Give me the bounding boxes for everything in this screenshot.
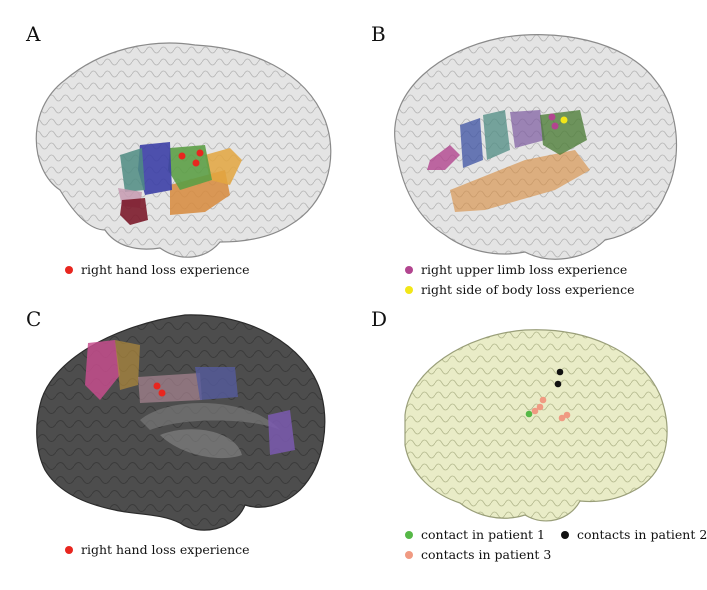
legend-item: contact in patient 1 — [405, 525, 545, 545]
region-blue — [138, 142, 172, 195]
legend-item: right side of body loss experience — [405, 280, 635, 300]
region-magenta — [85, 340, 120, 400]
contact-black — [554, 380, 562, 388]
cingulate-regions — [85, 340, 295, 455]
region-amber — [115, 340, 140, 390]
legend-label: right side of body loss experience — [421, 282, 635, 297]
contact-black — [556, 368, 564, 376]
legend-a: right hand loss experience — [65, 260, 250, 280]
region-pink — [138, 373, 202, 403]
region-purple — [510, 110, 545, 148]
legend-label: contacts in patient 2 — [576, 527, 707, 542]
brain-glass-lateral-right — [394, 34, 678, 260]
region-blue — [460, 118, 483, 168]
point-red — [178, 152, 186, 160]
contact-salmon — [539, 396, 547, 404]
contact-green — [525, 410, 533, 418]
region-magenta — [427, 145, 460, 170]
panel-d-letter: D — [371, 307, 388, 331]
legend-row-1: contact in patient 1 contacts in patient… — [405, 525, 707, 545]
point-red — [158, 389, 166, 397]
legend-item: right hand loss experience — [65, 540, 250, 560]
panel-a-letter: A — [26, 22, 41, 46]
legend-dot — [405, 266, 413, 274]
panel-c-letter: C — [26, 307, 42, 331]
region-blue — [195, 367, 238, 400]
panel-c: C right hand loss experience — [20, 305, 350, 575]
corpus-callosum — [140, 403, 280, 430]
contact-salmon — [531, 407, 539, 415]
panel-a: A right hand loss experience — [20, 20, 350, 290]
legend-label: right hand loss experience — [81, 262, 250, 277]
legend-label: right upper limb loss experience — [421, 262, 628, 277]
contact-salmon — [558, 414, 566, 422]
region-teal — [120, 148, 145, 192]
region-maroon — [120, 198, 148, 225]
legend-dot — [405, 531, 413, 539]
region-violet — [268, 410, 295, 455]
electrode-contacts — [525, 368, 571, 422]
legend-item: contacts in patient 3 — [405, 545, 707, 565]
region-teal — [483, 110, 510, 160]
region-gold — [205, 148, 242, 185]
legend-d: contact in patient 1 contacts in patient… — [405, 525, 707, 565]
brain-glass-lateral-left — [35, 42, 332, 258]
region-orange — [450, 150, 590, 212]
contact-salmon — [536, 403, 544, 411]
legend-label: contact in patient 1 — [421, 527, 545, 542]
legend-dot — [65, 546, 73, 554]
legend-dot — [560, 531, 569, 539]
brain-medial-surface — [36, 314, 326, 531]
point-yellow — [560, 116, 568, 124]
point-magenta — [548, 113, 556, 121]
legend-item: right upper limb loss experience — [405, 260, 635, 280]
legend-item: right hand loss experience — [65, 260, 250, 280]
legend-label: right hand loss experience — [81, 542, 250, 557]
point-red — [153, 382, 161, 390]
panel-b-letter: B — [371, 22, 386, 46]
point-magenta — [551, 122, 559, 130]
region-green — [540, 110, 587, 155]
stimulation-points — [178, 149, 204, 167]
legend-c: right hand loss experience — [65, 540, 250, 560]
insular-regions — [427, 110, 590, 212]
legend-item: contacts in patient 2 — [560, 525, 707, 545]
insular-regions — [118, 142, 242, 225]
thalamus — [160, 429, 242, 459]
panel-b: B right upper limb loss experience — [365, 20, 695, 297]
stimulation-points — [153, 382, 166, 397]
panel-d: D contact in patient 1 — [365, 305, 707, 575]
contact-salmon — [563, 411, 571, 419]
point-red — [192, 159, 200, 167]
point-red — [196, 149, 204, 157]
brain-glass-lateral-yellow — [404, 329, 668, 522]
legend-b: right upper limb loss experience right s… — [405, 260, 635, 300]
stimulation-points — [548, 113, 568, 130]
legend-label: contacts in patient 3 — [421, 547, 552, 562]
legend-dot — [405, 551, 413, 559]
legend-dot — [65, 266, 73, 274]
legend-dot — [405, 286, 413, 294]
